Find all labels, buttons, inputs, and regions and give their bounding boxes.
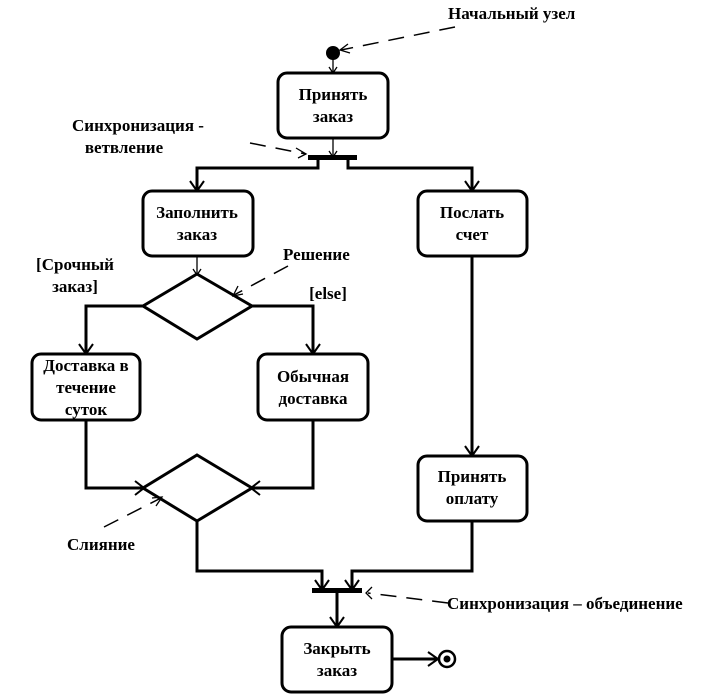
accept-order-line2: заказ (313, 107, 353, 126)
pointer-sync-fork (249, 142, 307, 155)
join-bar (312, 588, 362, 593)
edge-fork-to-fill (195, 158, 320, 191)
delivery-24h-line3: суток (65, 400, 107, 419)
edge-merge-to-join (195, 521, 324, 590)
guard-urgent-line2: заказ] (52, 277, 98, 296)
action-accept-order (276, 71, 390, 140)
guard-urgent-line1: [Срочный (36, 255, 114, 274)
delivery-24h-line1: Доставка в (43, 356, 128, 375)
action-accept-payment (416, 454, 529, 523)
close-order-line1: Закрыть (303, 639, 370, 658)
initial-node (326, 46, 340, 60)
pointer-start-node-head (338, 43, 351, 54)
pointer-decision (233, 265, 289, 296)
annotation-decision: Решение (283, 245, 350, 264)
merge-node (140, 453, 255, 523)
fork-bar (308, 155, 357, 160)
pointer-start-node (340, 26, 456, 51)
regular-delivery-line2: доставка (279, 389, 348, 408)
edge-payment-to-join (350, 521, 474, 590)
accept-payment-line2: оплату (446, 489, 499, 508)
action-send-invoice (416, 189, 529, 258)
action-regular-delivery (256, 352, 370, 422)
final-node (437, 649, 457, 669)
pointer-merge-head (151, 496, 164, 507)
fill-order-line2: заказ (177, 225, 217, 244)
annotation-merge: Слияние (67, 535, 135, 554)
annotation-sync-fork-line1: Синхронизация - (72, 116, 204, 135)
close-order-line2: заказ (317, 661, 357, 680)
action-delivery-24h (30, 352, 142, 422)
annotation-start-node: Начальный узел (448, 4, 576, 23)
action-fill-order (141, 189, 255, 258)
accept-order-line1: Принять (299, 85, 368, 104)
annotation-sync-fork-line2: ветвление (85, 138, 164, 157)
edge-decision-to-urgent (84, 304, 143, 354)
accept-payment-line1: Принять (438, 467, 507, 486)
regular-delivery-line1: Обычная (277, 367, 349, 386)
guard-else: [else] (309, 284, 347, 303)
fill-order-line1: Заполнить (156, 203, 238, 222)
pointer-sync-join-head (365, 586, 373, 600)
edge-decision-to-regular (252, 304, 315, 354)
edge-urgent-to-merge (84, 420, 143, 490)
delivery-24h-line2: течение (56, 378, 116, 397)
decision-node (140, 272, 255, 341)
pointer-decision-head (231, 285, 244, 297)
pointer-sync-fork-head (295, 147, 308, 159)
pointer-merge (103, 497, 162, 528)
pointer-sync-join (367, 592, 449, 604)
edge-regular-to-merge (252, 420, 315, 490)
action-close-order (280, 625, 394, 694)
send-invoice-line1: Послать (440, 203, 504, 222)
annotation-sync-join: Синхронизация – объединение (447, 594, 683, 613)
send-invoice-line2: счет (456, 225, 489, 244)
edge-fork-to-invoice (346, 158, 474, 191)
